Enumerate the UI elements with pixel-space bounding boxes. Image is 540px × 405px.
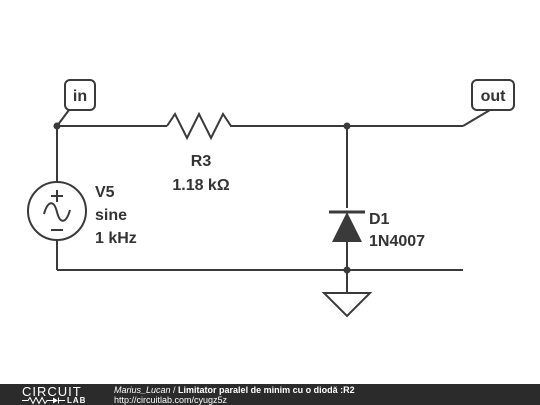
meta-line-1: Marius_Lucan / Limitator paralel de mini… (114, 385, 355, 395)
author-link[interactable]: Marius_Lucan (114, 385, 171, 395)
meta-separator: / (170, 385, 179, 395)
diode-part: 1N4007 (369, 233, 425, 250)
resistor-r3[interactable]: R3 1.18 kΩ (166, 111, 237, 194)
circuitlab-logo[interactable]: CIRCUIT LAB (22, 384, 98, 405)
diode-d1[interactable]: D1 1N4007 (329, 210, 425, 250)
flag-in-box (64, 79, 96, 111)
node-ground (343, 266, 351, 274)
logo-text-circuit: CIRCUIT (22, 384, 82, 399)
source-freq: 1 kHz (95, 230, 137, 247)
footer-bar: CIRCUIT LAB Marius_Lucan / Limitator par… (0, 384, 540, 405)
flag-out-leader (462, 109, 491, 127)
sine-wave-icon (43, 202, 71, 222)
circuit-meta: Marius_Lucan / Limitator paralel de mini… (114, 385, 355, 405)
circuit-title: Limitator paralel de minim cu o diodă :R… (178, 385, 355, 395)
net-flag-out[interactable]: out (462, 79, 515, 127)
resistor-zigzag-icon (166, 111, 237, 141)
junction-nodes (53, 122, 351, 274)
ground-icon (321, 292, 373, 318)
flag-out-label: out (481, 88, 507, 105)
node-out-top (343, 122, 351, 130)
resistor-value: 1.18 kΩ (172, 177, 229, 194)
source-name: V5 (95, 184, 115, 201)
ground-symbol[interactable] (321, 292, 373, 318)
source-type: sine (95, 207, 127, 224)
diode-name: D1 (369, 211, 390, 228)
schematic-canvas: in out R3 1.18 kΩ V5 sine 1 kHz (27, 79, 515, 318)
logo-resistor-diode-icon (22, 396, 65, 405)
logo-text-lab: LAB (67, 396, 87, 405)
circuit-url[interactable]: http://circuitlab.com/cyugz5z (114, 395, 228, 405)
resistor-name: R3 (191, 153, 212, 170)
flag-in-label: in (73, 88, 87, 105)
net-flag-in[interactable]: in (56, 79, 96, 127)
node-in (53, 122, 61, 130)
wires (56, 125, 463, 292)
flag-out-box (471, 79, 515, 111)
diode-triangle-icon (332, 212, 362, 242)
voltage-source-v5[interactable]: V5 sine 1 kHz (27, 181, 137, 247)
